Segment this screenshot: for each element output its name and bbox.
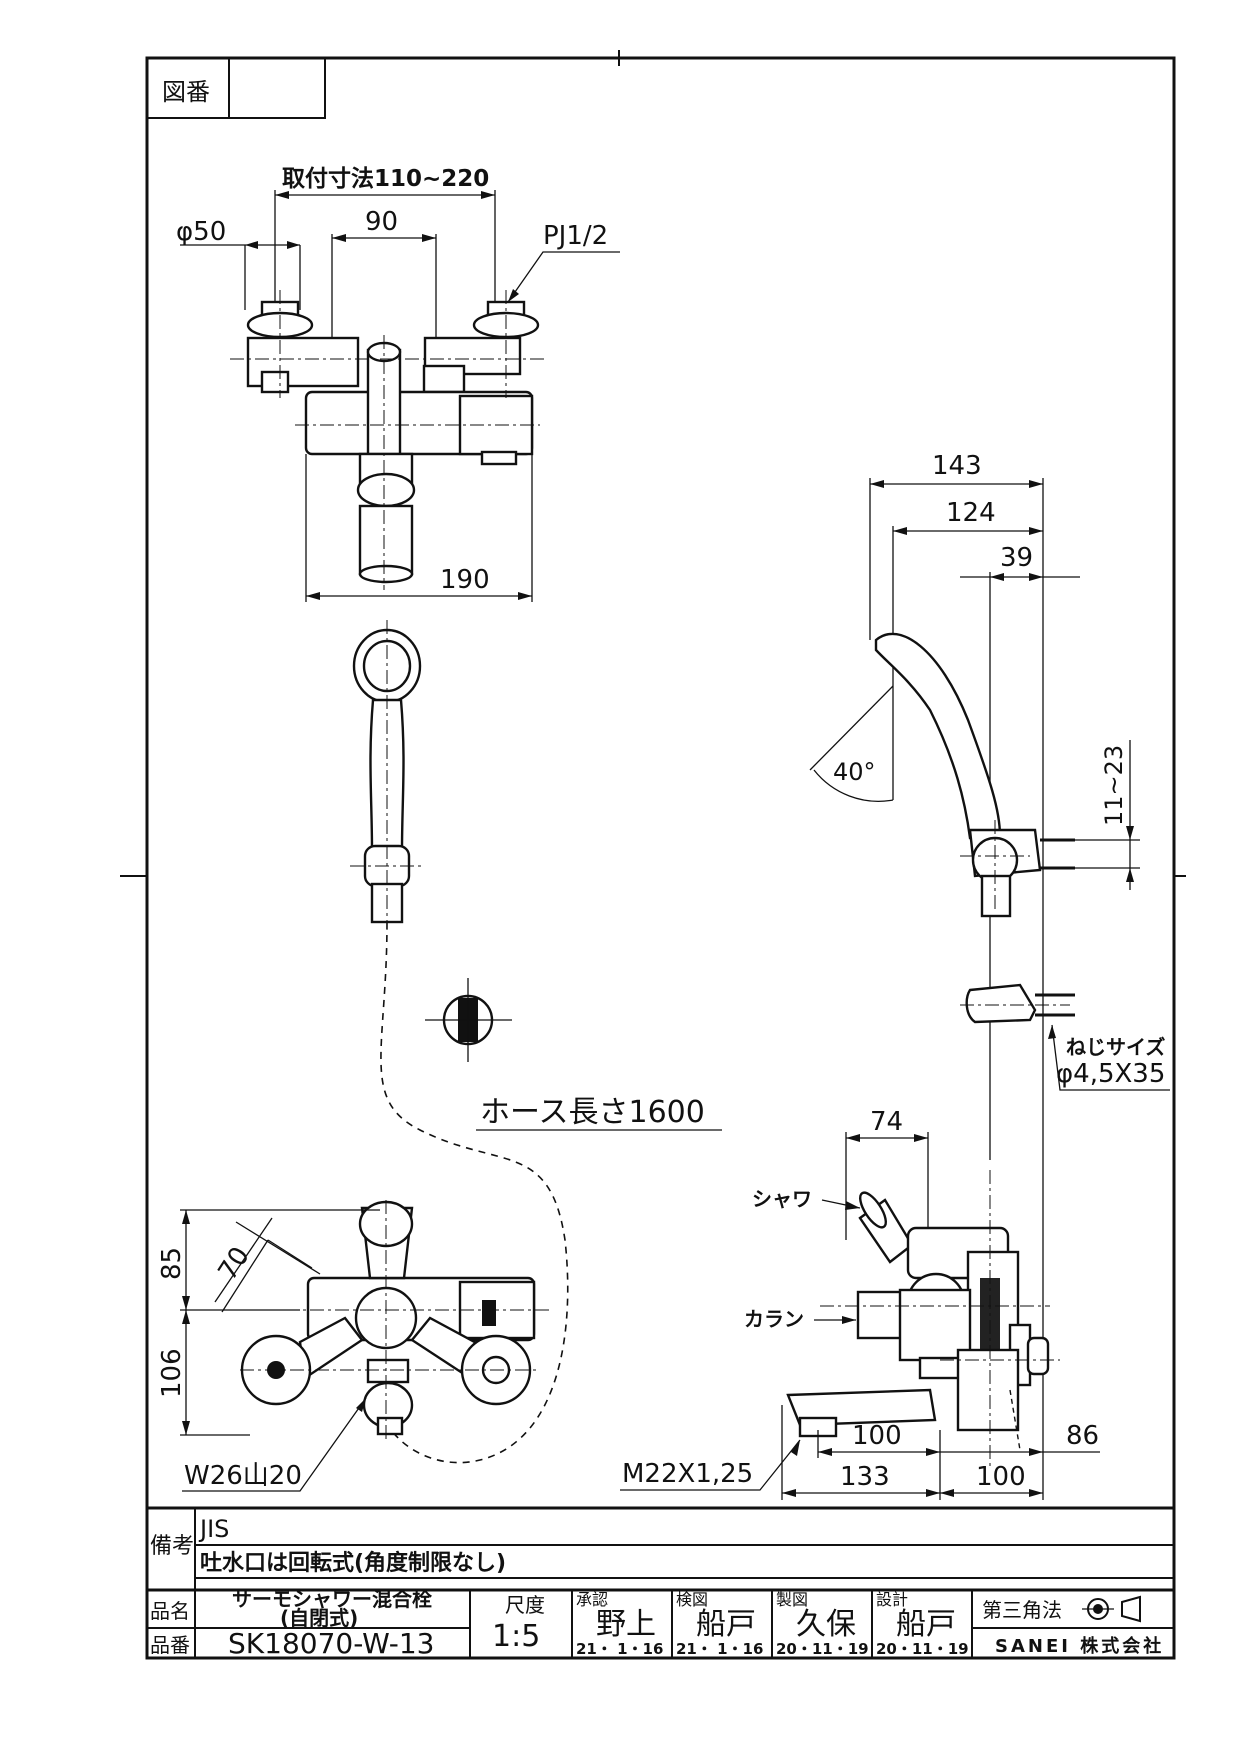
top-view: 取付寸法110~220 φ50 90 PJ1/2 (176, 166, 620, 602)
draw-date: 20・11・19 (776, 1640, 869, 1658)
screw-size-label: ねじサイズ (1066, 1035, 1165, 1059)
approve-name: 野上 (596, 1607, 656, 1642)
dim-86: 86 (1066, 1421, 1099, 1451)
screw-section (425, 978, 512, 1062)
projection-label: 第三角法 (982, 1598, 1062, 1622)
company-name: SANEI 株式会社 (995, 1635, 1164, 1657)
remarks-line-2: 吐水口は回転式(角度制限なし) (200, 1550, 506, 1576)
product-name-line-2: (自閉式) (280, 1606, 358, 1630)
dim-m22: M22X1,25 (622, 1459, 753, 1489)
side-view: 143 124 39 11~23 40° (620, 451, 1170, 1500)
drawing-number-label: 図番 (162, 78, 210, 106)
approve-date: 21・ 1・16 (576, 1640, 663, 1658)
scale-value: 1:5 (492, 1619, 540, 1654)
draw-name: 久保 (796, 1607, 856, 1642)
dim-74: 74 (870, 1107, 903, 1137)
dim-39: 39 (1000, 543, 1033, 573)
dim-133: 133 (840, 1462, 890, 1492)
hand-shower-front (350, 620, 569, 1464)
dim-143: 143 (932, 451, 982, 481)
product-name-line-1: サーモシャワー混合栓 (232, 1587, 432, 1611)
check-name: 船戸 (696, 1607, 756, 1642)
label-caran: カラン (744, 1307, 804, 1331)
screw-size-value: φ4,5X35 (1056, 1059, 1165, 1089)
remarks-line-1: JIS (198, 1515, 229, 1543)
dim-124: 124 (946, 498, 996, 528)
remarks-label: 備考 (150, 1534, 194, 1559)
dim-106: 106 (157, 1348, 187, 1398)
dim-phi50: φ50 (176, 217, 226, 247)
label-shower: シャワ (752, 1187, 812, 1211)
dim-pj: PJ1/2 (543, 221, 608, 251)
dim-70: 70 (213, 1242, 256, 1286)
remarks-block: 備考 JIS 吐水口は回転式(角度制限なし) (147, 1506, 1174, 1658)
dim-100-a: 100 (852, 1421, 902, 1451)
drawing-frame (145, 56, 1176, 1660)
dim-w26: W26山20 (184, 1461, 302, 1491)
product-name-label: 品名 (150, 1599, 190, 1623)
dim-mount-pitch: 取付寸法110~220 (282, 166, 489, 192)
dim-11-23: 11~23 (1100, 745, 1128, 826)
dim-190: 190 (440, 565, 490, 595)
dim-90: 90 (365, 207, 398, 237)
draw-label: 製図 (776, 1590, 808, 1609)
dim-100-b: 100 (976, 1462, 1026, 1492)
design-name: 船戸 (896, 1607, 956, 1642)
third-angle-projection-icon (1082, 1595, 1141, 1623)
design-date: 20・11・19 (876, 1640, 969, 1658)
check-date: 21・ 1・16 (676, 1640, 763, 1658)
product-number: SK18070-W-13 (228, 1627, 434, 1660)
scale-label: 尺度 (505, 1593, 545, 1617)
approve-label: 承認 (576, 1590, 608, 1609)
check-label: 検図 (676, 1590, 708, 1609)
dim-40-degree: 40° (833, 758, 876, 786)
title-block: 品名 サーモシャワー混合栓 (自閉式) 品番 SK18070-W-13 尺度 1… (147, 1587, 1174, 1660)
front-view: 85 106 70 W26山20 (157, 1200, 550, 1492)
product-number-label: 品番 (150, 1633, 190, 1657)
design-label: 設計 (876, 1590, 908, 1609)
dim-85: 85 (157, 1247, 187, 1280)
drawing-number-box: 図番 (146, 57, 326, 119)
dim-hose-length: ホース長さ1600 (480, 1095, 705, 1130)
